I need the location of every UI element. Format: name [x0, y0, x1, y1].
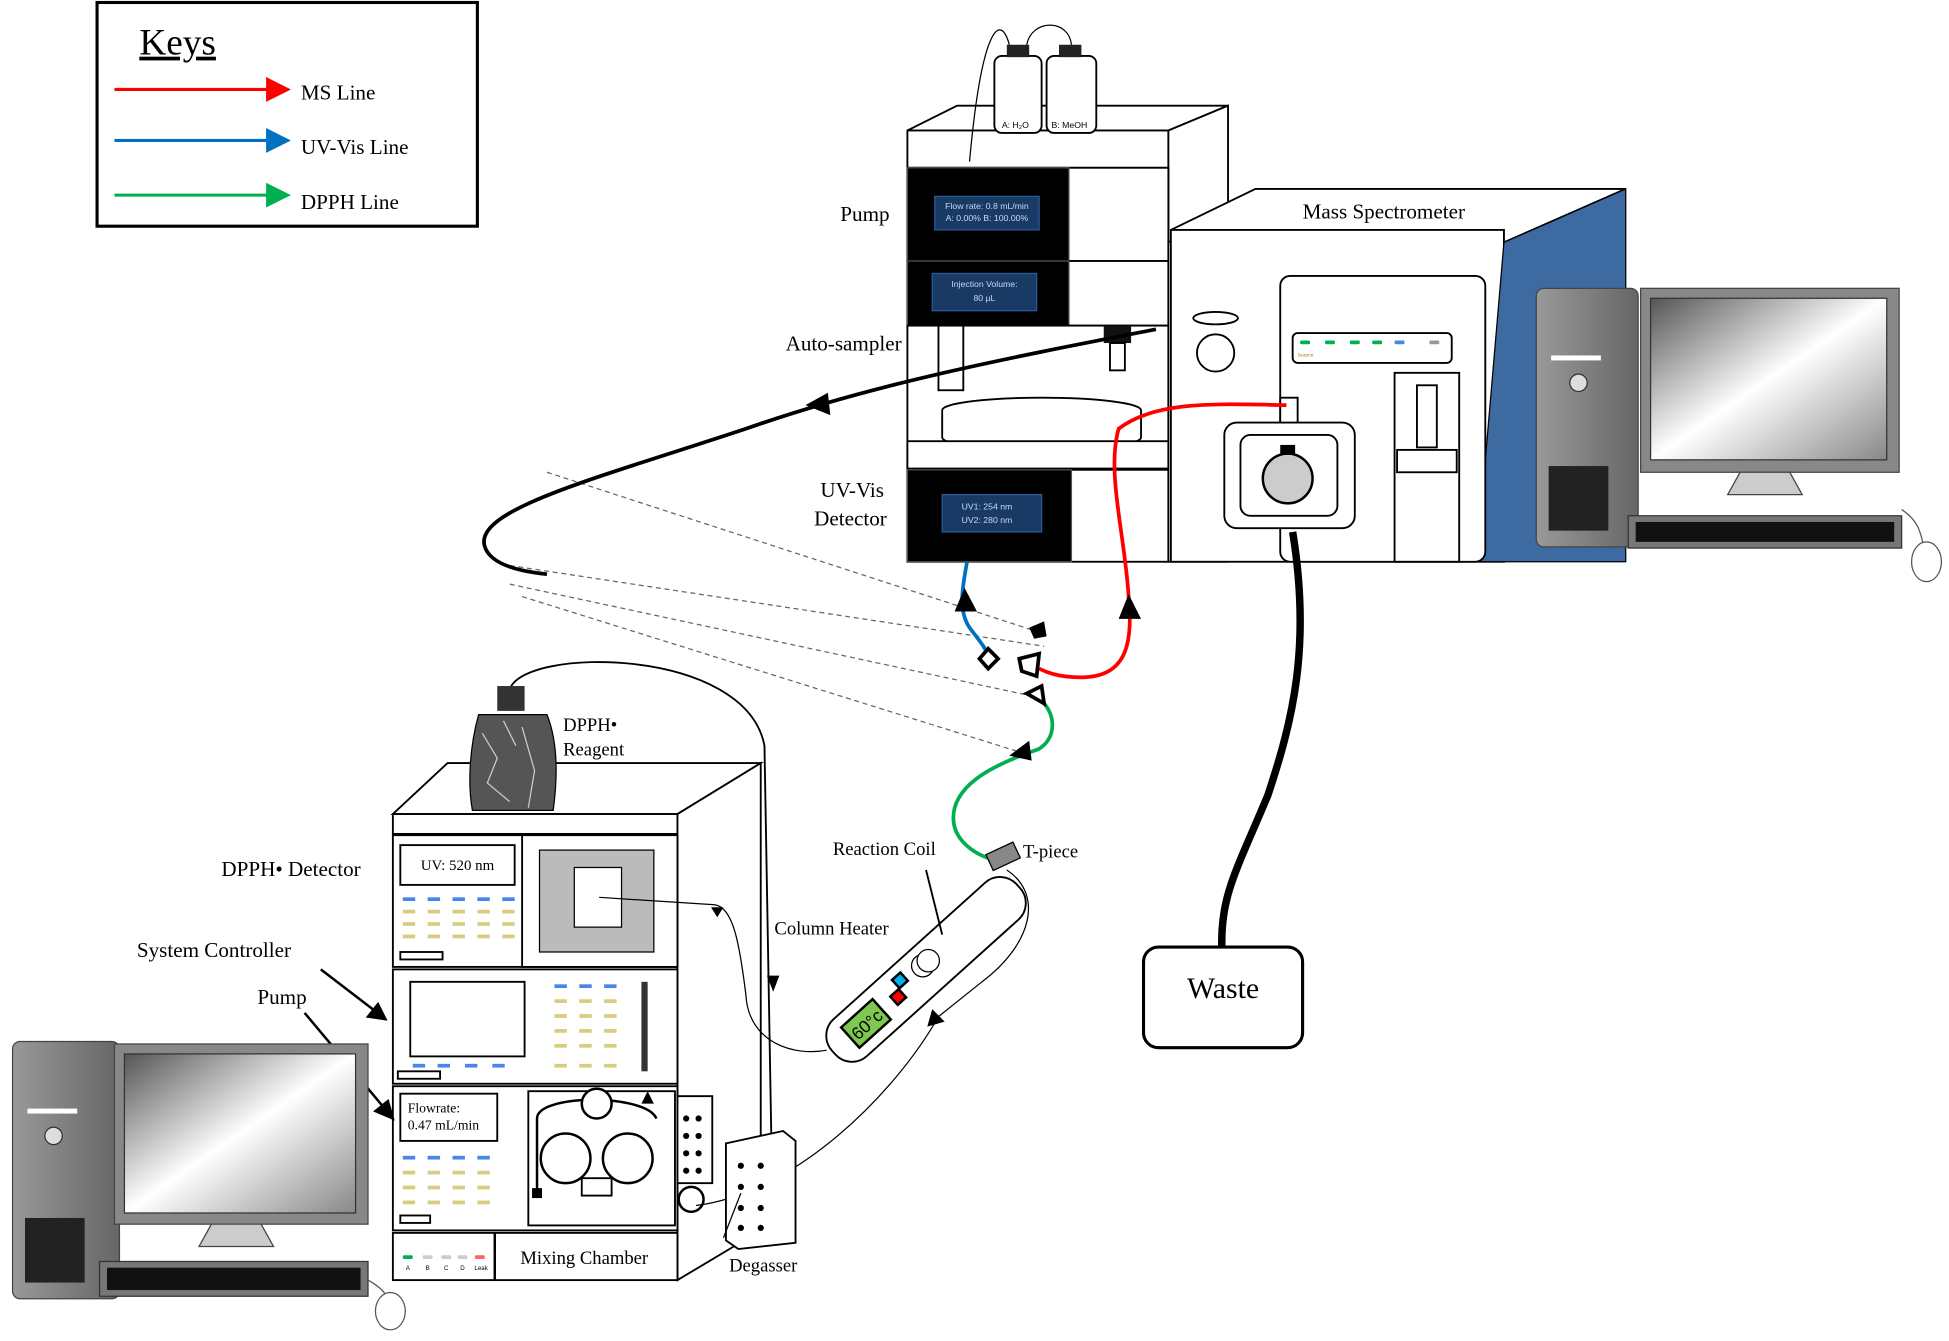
- dpph-line: [951, 699, 1055, 862]
- keys-legend: Keys MS Line UV-Vis Line DPPH Line: [95, 0, 479, 228]
- t-piece: [985, 841, 1022, 872]
- system-controller-label: System Controller: [137, 938, 291, 962]
- keys-title: Keys: [139, 23, 216, 64]
- dpph-pump-label: Pump: [257, 985, 306, 1009]
- waste-label: Waste: [1187, 972, 1259, 1005]
- dpph-computer: [11, 1040, 406, 1331]
- dpph-pump-display: Flowrate:: [408, 1100, 460, 1115]
- dpph-reagent-label: Reagent: [563, 740, 625, 761]
- led-label: B: [426, 1265, 430, 1272]
- key-ms-line: MS Line: [114, 77, 375, 104]
- mass-spectrometer: Mass Spectrometer Source: [1169, 187, 1627, 563]
- pump-display-line: Flow rate: 0.8 mL/min: [945, 201, 1029, 211]
- degasser: [683, 1115, 797, 1250]
- led-label: Leak: [474, 1265, 488, 1272]
- column-heater-label: Column Heater: [774, 919, 889, 940]
- key-label: DPPH Line: [301, 190, 399, 214]
- waste-container: Waste: [1141, 531, 1305, 1050]
- red-arrow-icon: [266, 77, 291, 102]
- ms-line: [1038, 402, 1287, 680]
- uv-display: [941, 494, 1043, 533]
- mixing-tee: [976, 621, 1047, 707]
- key-label: MS Line: [301, 80, 375, 104]
- dpph-detector-label: DPPH• Detector: [221, 857, 360, 881]
- mixing-chamber-label: Mixing Chamber: [520, 1248, 649, 1269]
- key-label: UV-Vis Line: [301, 135, 409, 159]
- uv-detector-label: Detector: [814, 507, 887, 531]
- status-led-panel: [1291, 332, 1453, 364]
- key-uv-line: UV-Vis Line: [114, 128, 409, 159]
- uv-line: [954, 561, 991, 659]
- degasser-label: Degasser: [729, 1255, 798, 1276]
- pump-display-line: A: 0.00% B: 100.00%: [946, 213, 1029, 223]
- autosampler-to-coil-line: [482, 327, 1157, 577]
- bottle-a-label: A: H₂O: [1002, 120, 1029, 130]
- autosampler-display: [931, 272, 1038, 312]
- led-label: D: [460, 1265, 465, 1272]
- temperature-display: [839, 997, 893, 1050]
- mass-spectrometer-title: Mass Spectrometer: [1303, 200, 1465, 224]
- pump-label: Pump: [840, 202, 889, 226]
- pump-display: [934, 195, 1040, 231]
- led-panel-text: Source: [1298, 353, 1314, 359]
- uv-display-line: UV1: 254 nm: [962, 502, 1013, 512]
- uv-detector-label: UV-Vis: [820, 478, 884, 502]
- key-dpph-line: DPPH Line: [114, 182, 399, 214]
- channel-leds: A B C D Leak: [402, 1255, 489, 1272]
- led-label: C: [444, 1265, 449, 1272]
- blue-arrow-icon: [266, 128, 291, 153]
- dpph-pump-display: 0.47 mL/min: [408, 1118, 479, 1133]
- dpph-detector-display: UV: 520 nm: [421, 858, 495, 874]
- dpph-reagent-bottle: [469, 686, 557, 811]
- ms-computer: [1535, 287, 1943, 583]
- dpph-reagent-label: DPPH•: [563, 715, 617, 736]
- reaction-coil-label: Reaction Coil: [833, 839, 936, 860]
- autosampler-label: Auto-sampler: [786, 331, 902, 355]
- column-heater: 60°c: [825, 841, 1030, 1063]
- green-arrow-icon: [266, 182, 291, 208]
- bottle-b-label: B: MeOH: [1052, 120, 1088, 130]
- autosampler-display-line: 80 µL: [973, 293, 995, 303]
- t-piece-label: T-piece: [1023, 842, 1078, 863]
- autosampler-display-line: Injection Volume:: [951, 279, 1017, 289]
- dpph-instrument-stack: UV: 520 nm Flowrate: 0.47 mL/min: [390, 661, 939, 1282]
- solvent-bottles: A: H₂O B: MeOH: [968, 24, 1098, 162]
- hplc-stack: A: H₂O B: MeOH Flow rate: 0.8 mL/min A: …: [906, 24, 1229, 563]
- uv-display-line: UV2: 280 nm: [962, 515, 1013, 525]
- label-pointers: [303, 968, 395, 1121]
- led-label: A: [406, 1265, 411, 1272]
